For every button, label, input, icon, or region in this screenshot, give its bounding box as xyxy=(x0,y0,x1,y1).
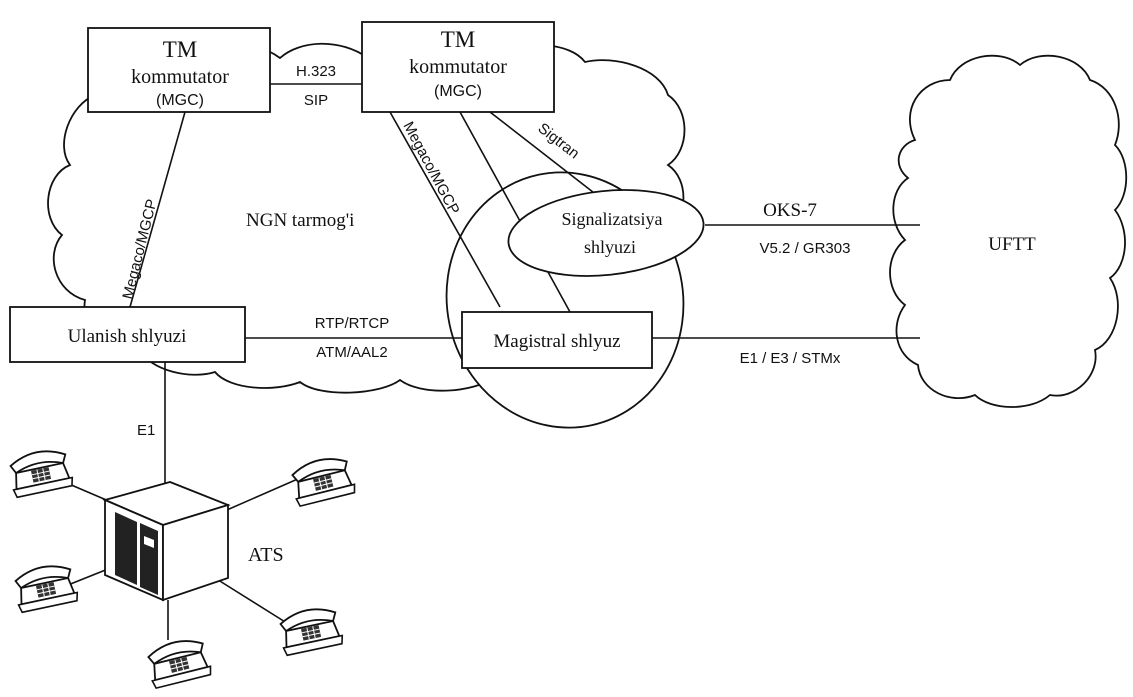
access-gateway-label: Ulanish shlyuzi xyxy=(68,326,187,347)
label-sip: SIP xyxy=(304,92,328,109)
label-v52: V5.2 / GR303 xyxy=(760,240,851,257)
label-atm-aal2: ATM/AAL2 xyxy=(316,344,387,361)
label-trunk-pstn: E1 / E3 / STMx xyxy=(740,350,841,367)
mgc-right-box xyxy=(361,21,555,113)
label-oks7: OKS-7 xyxy=(763,200,817,221)
telephone-icon xyxy=(287,452,358,508)
wire-phone-4 xyxy=(214,577,291,626)
label-e1: E1 xyxy=(137,422,155,439)
exchange-cabinet-icon xyxy=(102,481,231,602)
mgc-right-line3: (MGC) xyxy=(434,83,482,100)
telephone-icon xyxy=(11,560,80,614)
telephone-icon xyxy=(143,634,214,690)
link-sigtran xyxy=(489,111,599,197)
signaling-gateway-line2: shlyuzi xyxy=(584,237,636,257)
wire-phone-2 xyxy=(219,477,301,514)
mgc-left-box xyxy=(87,27,271,113)
label-h323: H.323 xyxy=(296,63,336,80)
telephone-icon xyxy=(6,445,75,499)
mgc-left-line3: (MGC) xyxy=(156,92,204,109)
telephone-icon xyxy=(276,603,345,657)
label-rtp-rtcp: RTP/RTCP xyxy=(315,315,389,332)
trunk-gateway-box xyxy=(461,311,653,369)
access-gateway-box xyxy=(9,306,246,363)
ngn-network-label: NGN tarmog'i xyxy=(246,210,354,231)
pstn-label: UFTT xyxy=(988,234,1036,255)
mgc-left-line1: TM xyxy=(163,37,198,62)
mgc-right-line1: TM xyxy=(441,27,476,52)
link-mgc-to-trunk xyxy=(459,111,571,313)
link-left-mgc-control xyxy=(129,111,186,308)
signaling-gateway xyxy=(507,189,705,277)
link-right-mgc-control xyxy=(389,111,501,308)
ats-label: ATS xyxy=(248,544,284,566)
pstn-cloud xyxy=(889,54,1128,408)
trunk-gateway-label: Magistral shlyuz xyxy=(493,331,620,352)
signaling-gateway-line1: Signalizatsiya xyxy=(562,209,663,229)
mgc-right-line2: kommutator xyxy=(409,56,507,78)
mgc-left-line2: kommutator xyxy=(131,66,229,88)
